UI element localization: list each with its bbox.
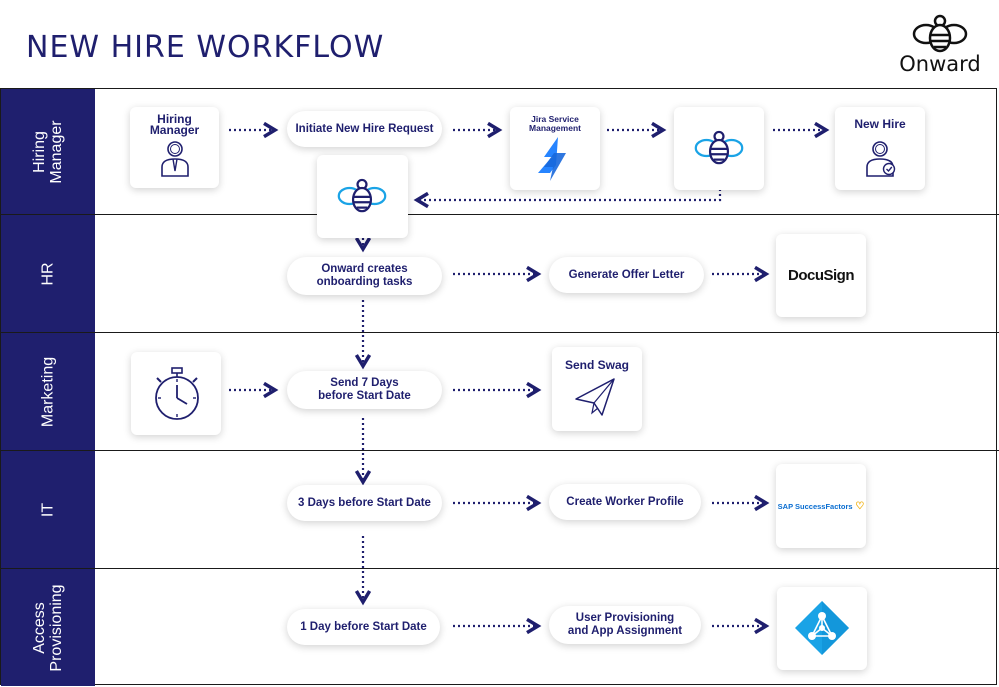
hiring-manager-card: Hiring Manager (130, 107, 219, 188)
jira-icon (538, 137, 566, 181)
jira-label: Jira Service Management (529, 114, 581, 133)
bee-icon (694, 130, 744, 165)
onward-logo: Onward (892, 14, 988, 80)
onward-return-card (317, 155, 408, 238)
lane-label: Access Provisioning (1, 569, 95, 686)
timer-card (131, 352, 221, 435)
lane-access-provisioning: Access Provisioning (1, 569, 999, 686)
stopwatch-icon (155, 367, 199, 420)
lane-hr: HR (1, 215, 999, 333)
lane-marketing: Marketing (1, 333, 999, 451)
sap-shield-icon: ♡ (852, 501, 865, 512)
swimlane-container: Hiring Manager HR Marketing IT Access Pr… (0, 88, 999, 686)
user-provisioning-node: User Provisioning and App Assignment (549, 606, 701, 644)
person-check-icon (866, 141, 896, 177)
new-hire-label: New Hire (854, 117, 906, 131)
lane-label: Marketing (1, 333, 95, 450)
azure-ad-icon (795, 601, 849, 655)
paper-plane-icon (575, 378, 615, 416)
send-swag-card: Send Swag (552, 347, 642, 431)
lane-it: IT (1, 451, 999, 569)
person-icon (161, 141, 189, 177)
bee-icon (337, 178, 387, 213)
sap-card: SAP SuccessFactors ♡ (776, 464, 866, 548)
jira-card: Jira Service Management (510, 107, 600, 190)
page-title: NEW HIRE WORKFLOW (26, 30, 385, 65)
send-swag-label: Send Swag (564, 358, 629, 372)
lane-hiring-manager: Hiring Manager (1, 89, 999, 215)
logo-text: Onward (899, 52, 981, 76)
new-hire-card: New Hire (835, 107, 925, 190)
lane-label: HR (1, 215, 95, 332)
worker-profile-node: Create Worker Profile (549, 484, 701, 520)
onward-card (674, 107, 764, 190)
initiate-request-node: Initiate New Hire Request (287, 111, 442, 147)
docusign-card: DocuSign (776, 234, 866, 317)
azure-ad-card (777, 587, 867, 670)
sap-logo: SAP SuccessFactors ♡ (777, 501, 865, 512)
send-7-days-node: Send 7 Days before Start Date (287, 371, 442, 409)
bee-icon (912, 14, 968, 53)
three-days-node: 3 Days before Start Date (287, 485, 442, 521)
lane-label: IT (1, 451, 95, 568)
onward-tasks-node: Onward creates onboarding tasks (287, 257, 442, 295)
docusign-logo: DocuSign (788, 267, 855, 284)
one-day-node: 1 Day before Start Date (287, 609, 440, 645)
offer-letter-node: Generate Offer Letter (549, 257, 704, 293)
hiring-manager-label: Hiring Manager (149, 112, 200, 137)
lane-label: Hiring Manager (1, 89, 95, 214)
